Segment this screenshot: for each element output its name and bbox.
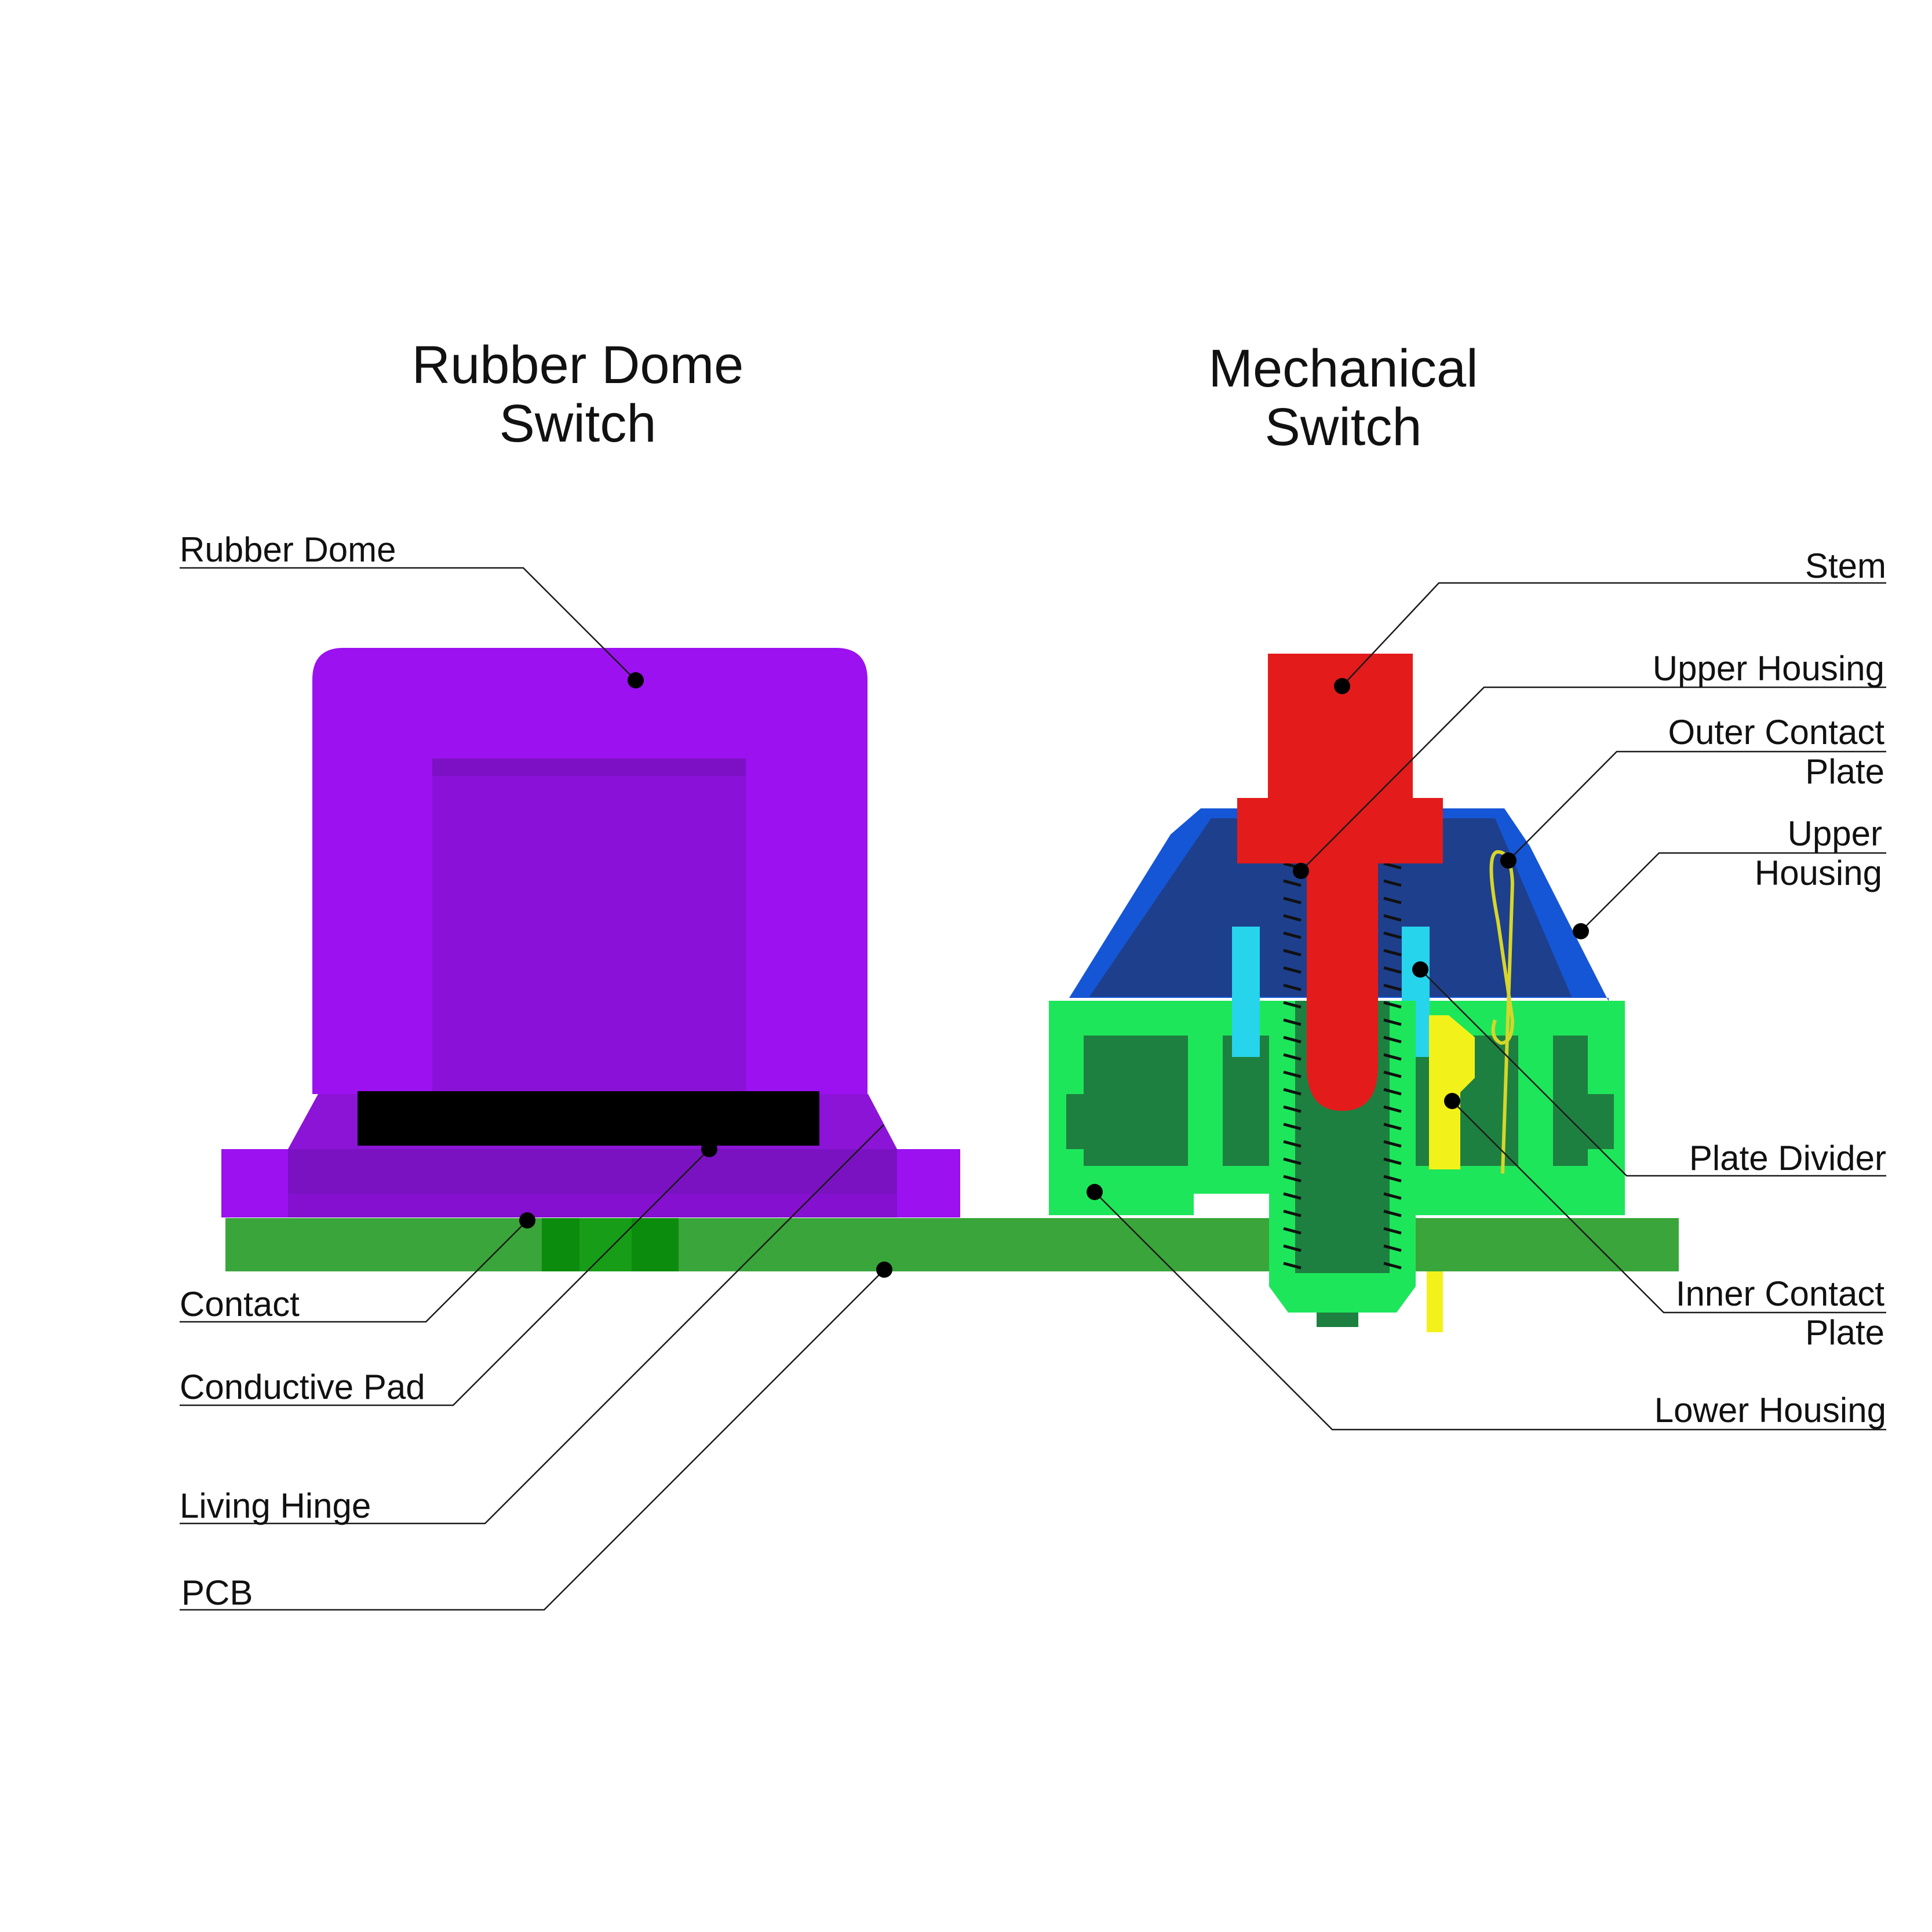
label-upper-housing-2-line2: Housing	[1755, 854, 1882, 892]
mechanical-switch-title-line1: Mechanical	[1208, 339, 1478, 398]
leader-living-hinge	[180, 1124, 884, 1525]
inner-contact-plate	[1429, 1015, 1475, 1169]
leader-lower-housing	[1087, 1184, 1886, 1431]
pcb-board	[225, 1218, 1679, 1271]
leader-pcb	[180, 1262, 892, 1611]
stem	[1237, 654, 1443, 1111]
mechanical-switch	[1049, 654, 1625, 1332]
inner-contact-pin	[1427, 1271, 1443, 1332]
conductive-pad	[358, 1091, 819, 1146]
label-lower-housing: Lower Housing	[1654, 1391, 1886, 1430]
lower-housing-bottom	[1269, 1271, 1416, 1313]
rubber-dome-cavity	[432, 759, 746, 1094]
label-pcb: PCB	[181, 1573, 253, 1612]
spring	[1283, 862, 1402, 1270]
leader-outer-contact-plate	[1500, 750, 1886, 869]
rubber-dome-switch	[221, 648, 960, 1217]
pcb	[225, 1218, 1679, 1271]
mechanical-switch-title-line2: Switch	[1265, 398, 1422, 457]
label-upper-housing-2-line1: Upper	[1788, 814, 1882, 853]
leader-upper-housing-1	[1293, 686, 1886, 879]
label-upper-housing-1: Upper Housing	[1653, 649, 1884, 688]
label-living-hinge: Living Hinge	[180, 1486, 371, 1525]
label-plate-divider: Plate Divider	[1689, 1139, 1886, 1178]
rubber-dome-switch-title-line1: Rubber Dome	[412, 336, 744, 395]
label-inner-contact-plate-line2: Plate	[1805, 1313, 1884, 1352]
leader-conductive-pad	[180, 1141, 717, 1406]
label-stem: Stem	[1805, 546, 1886, 585]
label-outer-contact-plate-line2: Plate	[1805, 752, 1884, 791]
leader-contact	[180, 1212, 535, 1323]
leader-stem	[1334, 582, 1886, 694]
leader-plate-divider	[1412, 961, 1886, 1177]
label-conductive-pad: Conductive Pad	[180, 1368, 425, 1406]
label-rubber-dome: Rubber Dome	[180, 530, 396, 569]
leader-upper-housing-2	[1573, 852, 1886, 939]
leader-inner-contact-plate	[1444, 1093, 1886, 1314]
plate-divider-left	[1232, 927, 1260, 1057]
rubber-dome-switch-title-line2: Switch	[500, 394, 657, 453]
label-outer-contact-plate-line1: Outer Contact	[1668, 713, 1884, 752]
label-contact: Contact	[180, 1285, 300, 1324]
leader-rubber-dome	[180, 567, 644, 688]
label-inner-contact-plate-line1: Inner Contact	[1676, 1274, 1885, 1313]
